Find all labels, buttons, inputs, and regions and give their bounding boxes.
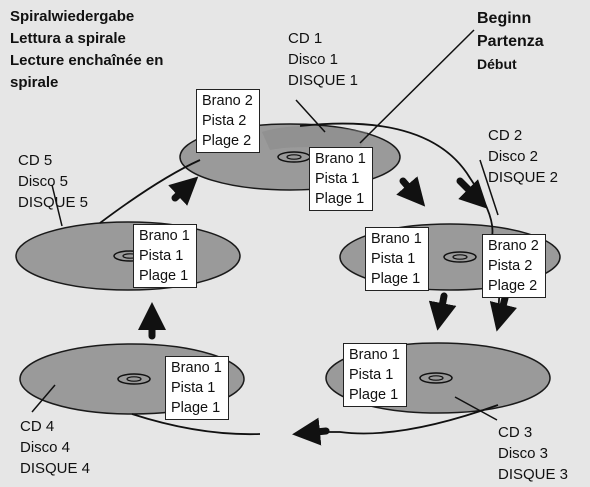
track-box-line: Plage 1 xyxy=(349,387,399,403)
track-box-cd2-track2: Brano 2 Pista 2 Plage 2 xyxy=(482,234,546,298)
track-box-line: Brano 1 xyxy=(171,360,222,376)
disc-label-line: CD 5 xyxy=(18,152,53,169)
disc-label-line: DISQUE 1 xyxy=(288,72,359,89)
disc-label-line: DISQUE 4 xyxy=(20,460,91,477)
title-line: Lettura a spirale xyxy=(10,30,126,47)
spiral-path xyxy=(99,122,501,436)
track-box-line: Plage 2 xyxy=(202,133,252,149)
disc-label-line: DISQUE 5 xyxy=(18,194,89,211)
disc-label-line: CD 2 xyxy=(488,127,523,144)
disc-label-line: Disco 2 xyxy=(488,148,539,165)
track-box-cd2-track1: Brano 1 Pista 1 Plage 1 xyxy=(365,227,429,291)
track-box-line: Brano 1 xyxy=(349,347,400,363)
diagram-title: Spiralwiedergabe Lettura a spirale Lectu… xyxy=(10,6,163,94)
track-box-cd1-track2: Brano 2 Pista 2 Plage 2 xyxy=(196,89,260,153)
title-line: Lecture enchaînée en xyxy=(10,52,164,69)
track-box-line: Plage 1 xyxy=(315,191,365,207)
track-box-cd3-track1: Brano 1 Pista 1 Plage 1 xyxy=(343,343,407,407)
start-label-line: Début xyxy=(477,56,517,72)
track-box-line: Pista 1 xyxy=(371,251,416,267)
disc-label-cd1: CD 1 Disco 1 DISQUE 1 xyxy=(288,28,358,91)
track-box-line: Brano 1 xyxy=(371,231,422,247)
disc-label-line: CD 1 xyxy=(288,30,323,47)
leader-lines xyxy=(31,29,499,421)
start-label: Beginn Partenza Début xyxy=(477,7,544,76)
disc-label-cd5: CD 5 Disco 5 DISQUE 5 xyxy=(18,150,88,213)
disc-label-cd4: CD 4 Disco 4 DISQUE 4 xyxy=(20,416,90,479)
track-box-line: Pista 1 xyxy=(139,248,184,264)
track-box-cd1-track1: Brano 1 Pista 1 Plage 1 xyxy=(309,147,373,211)
disc-label-line: Disco 5 xyxy=(18,173,69,190)
disc-label-cd3: CD 3 Disco 3 DISQUE 3 xyxy=(498,422,568,485)
track-box-line: Plage 1 xyxy=(171,400,221,416)
title-line: spirale xyxy=(10,74,59,91)
track-box-line: Brano 1 xyxy=(139,228,190,244)
track-box-line: Brano 1 xyxy=(315,151,366,167)
start-label-line: Beginn xyxy=(477,10,532,27)
track-box-line: Plage 2 xyxy=(488,278,538,294)
direction-arrows xyxy=(138,176,517,446)
disc-label-line: DISQUE 3 xyxy=(498,466,569,483)
track-box-line: Pista 1 xyxy=(349,367,394,383)
track-box-cd5-track1: Brano 1 Pista 1 Plage 1 xyxy=(133,224,197,288)
disc-label-line: Disco 4 xyxy=(20,439,71,456)
disc-label-line: DISQUE 2 xyxy=(488,169,559,186)
track-box-line: Plage 1 xyxy=(139,268,189,284)
disc-label-line: CD 4 xyxy=(20,418,55,435)
track-box-line: Pista 2 xyxy=(202,113,247,129)
start-label-line: Partenza xyxy=(477,33,544,50)
track-box-line: Brano 2 xyxy=(488,238,539,254)
disc-label-line: Disco 3 xyxy=(498,445,549,462)
disc-label-line: Disco 1 xyxy=(288,51,339,68)
disc-label-cd2: CD 2 Disco 2 DISQUE 2 xyxy=(488,125,558,188)
disc-cd5 xyxy=(15,221,241,291)
track-box-line: Brano 2 xyxy=(202,93,253,109)
title-line: Spiralwiedergabe xyxy=(10,8,135,25)
track-box-line: Pista 1 xyxy=(315,171,360,187)
track-box-cd4-track1: Brano 1 Pista 1 Plage 1 xyxy=(165,356,229,420)
disc-label-line: CD 3 xyxy=(498,424,533,441)
track-box-line: Plage 1 xyxy=(371,271,421,287)
track-box-line: Pista 1 xyxy=(171,380,216,396)
track-box-line: Pista 2 xyxy=(488,258,533,274)
